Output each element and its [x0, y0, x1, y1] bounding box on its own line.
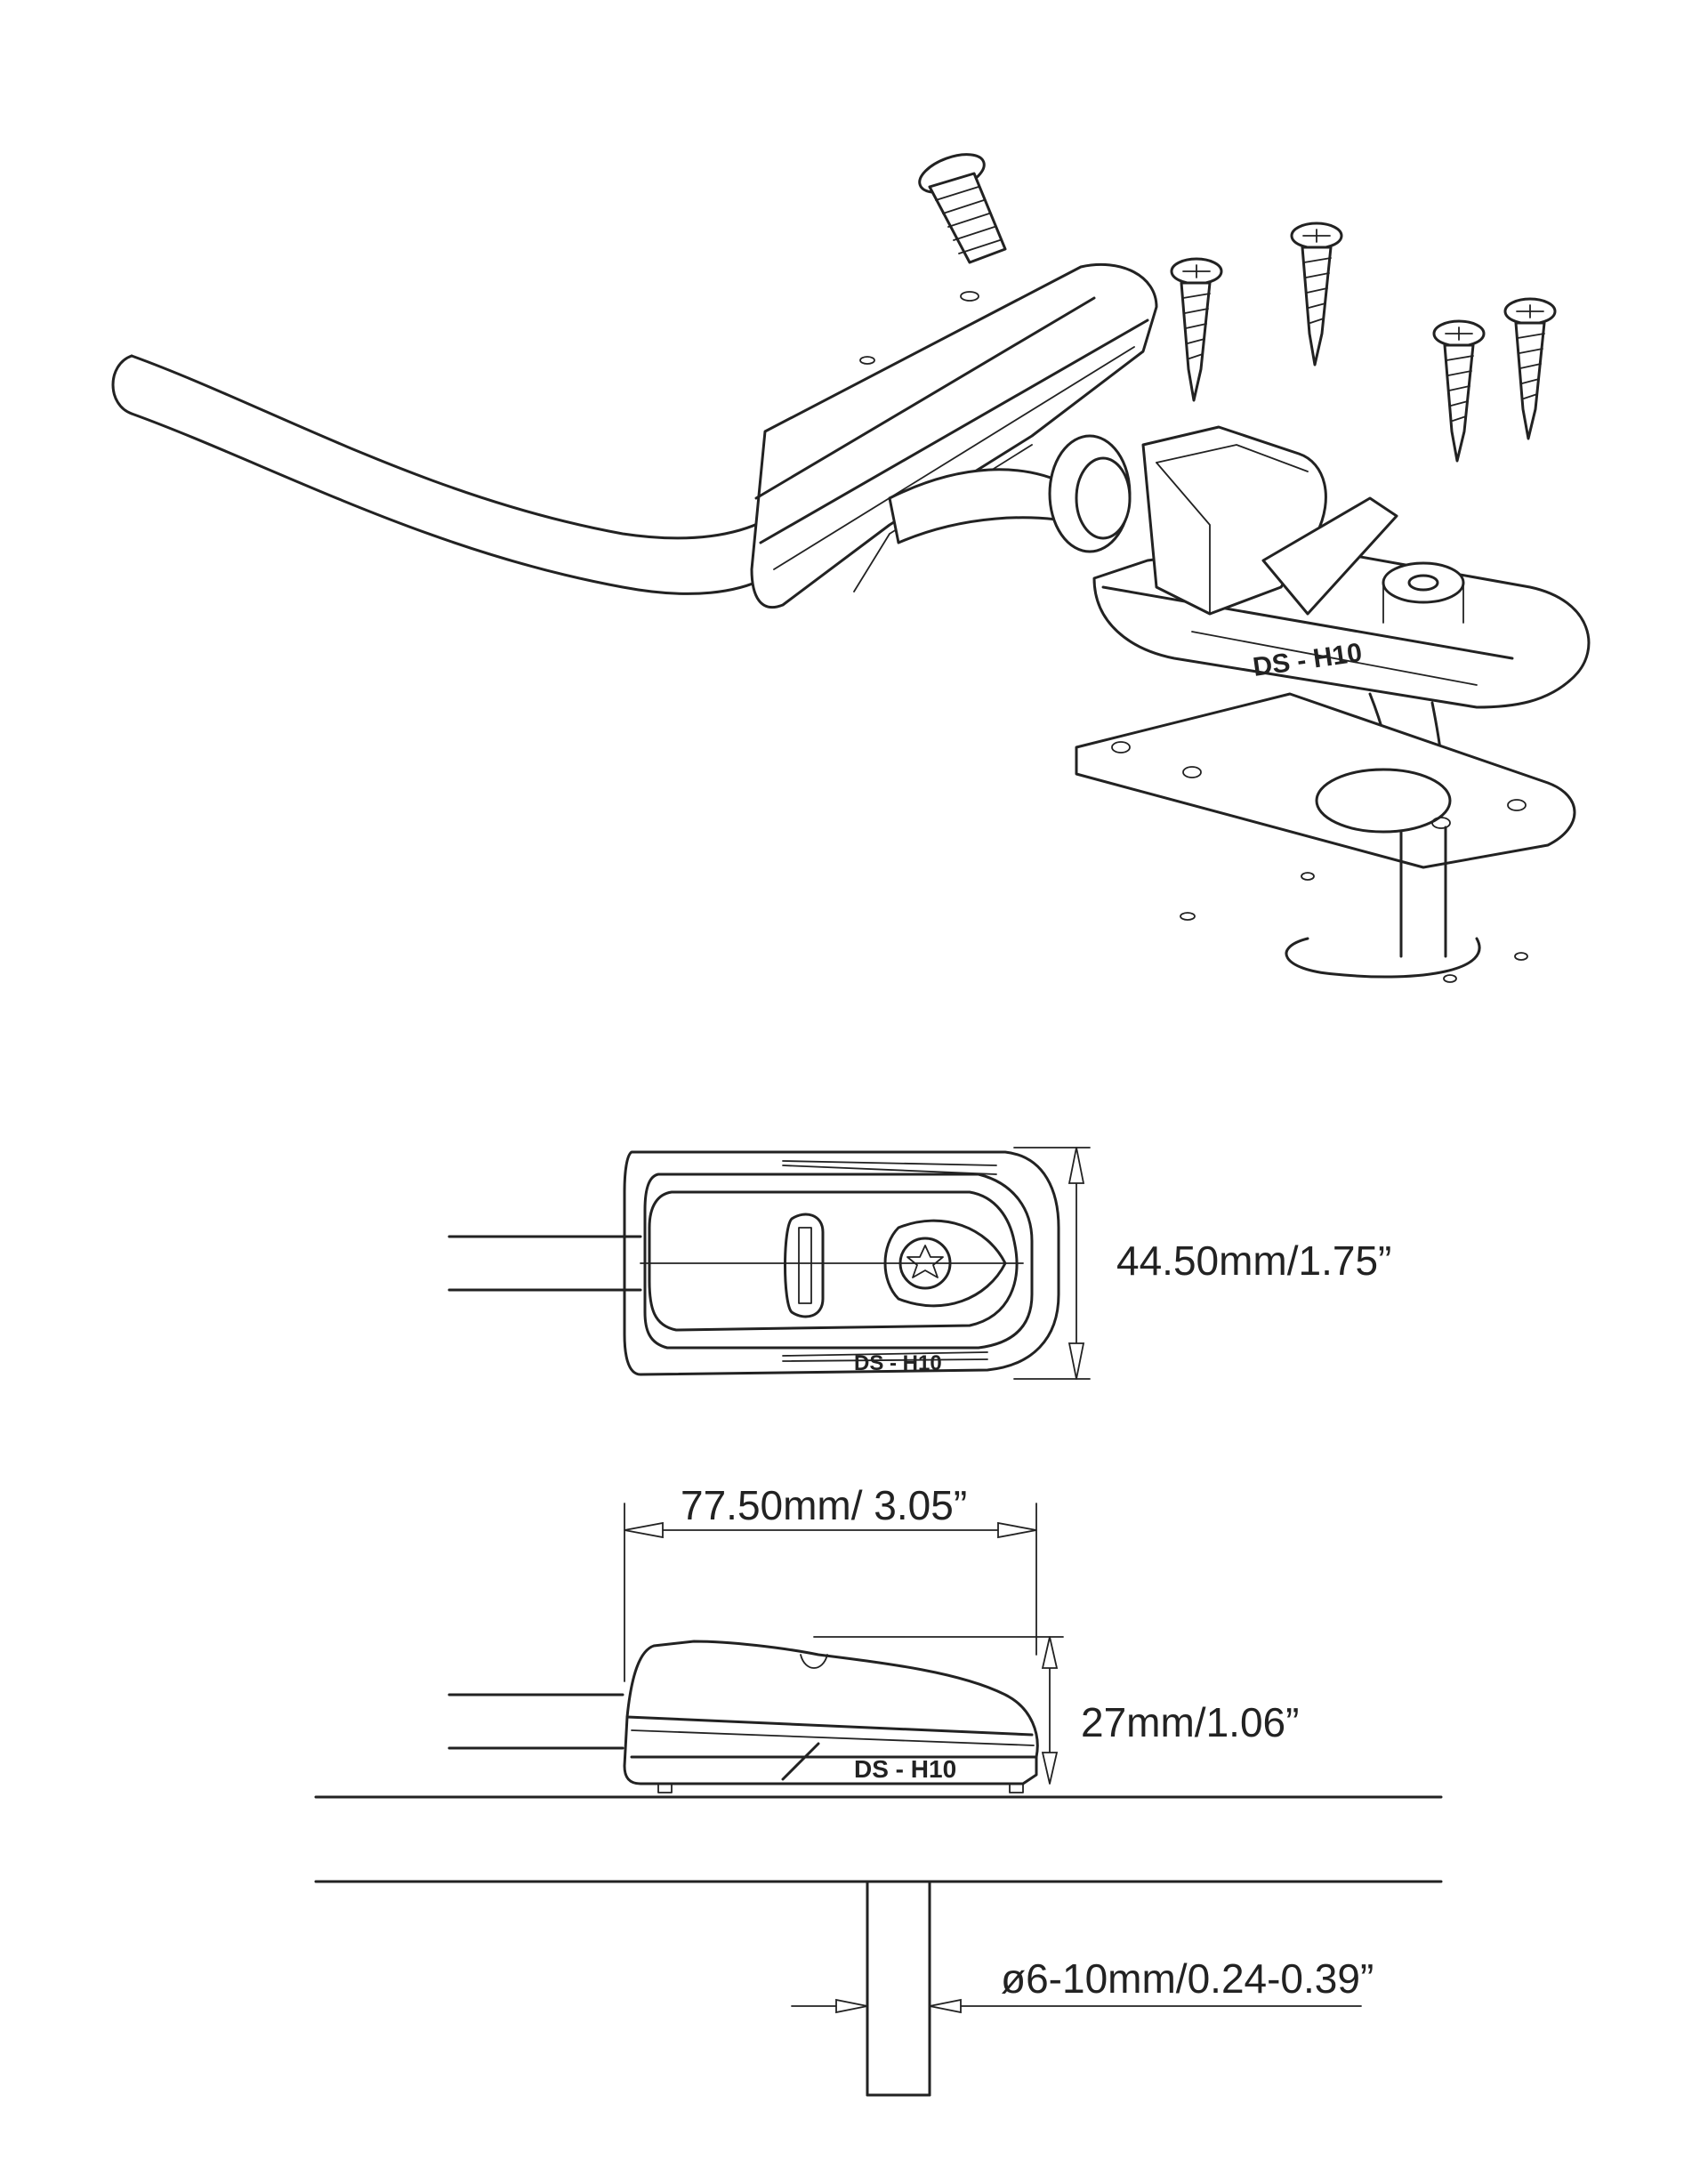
- model-marking-top: DS - H10: [854, 1351, 942, 1375]
- height-dimension: 44.50mm/1.75”: [1013, 1147, 1391, 1380]
- screw-1: [1170, 257, 1223, 402]
- exploded-view: DS - H10: [111, 153, 1591, 983]
- length-dimension: 77.50mm/ 3.05”: [624, 1482, 1037, 1682]
- cable-diameter-label: ø6-10mm/0.24-0.39”: [1001, 1955, 1374, 2002]
- profile-height-label: 27mm/1.06”: [1081, 1699, 1299, 1745]
- hex-bolt: [918, 153, 1007, 264]
- cover-cap: [750, 262, 1158, 608]
- top-view: DS - H10 44.50mm/1.75”: [447, 1147, 1391, 1380]
- base-housing: DS - H10: [1092, 425, 1591, 709]
- length-dimension-label: 77.50mm/ 3.05”: [681, 1482, 967, 1528]
- height-dimension-label: 44.50mm/1.75”: [1116, 1237, 1391, 1284]
- screw-2: [1290, 222, 1343, 367]
- side-view: 77.50mm/ 3.05” DS - H10 27mm/1.06”: [314, 1482, 1443, 2097]
- gasket-plate: [1075, 692, 1576, 958]
- deck-hole: [1180, 872, 1528, 983]
- profile-height-dimension: 27mm/1.06”: [813, 1636, 1299, 1785]
- screw-3: [1432, 319, 1486, 463]
- ball-joint: [888, 434, 1132, 553]
- screw-4: [1503, 297, 1557, 440]
- cable-diameter-dimension: ø6-10mm/0.24-0.39”: [791, 1955, 1374, 2014]
- cable: [111, 354, 767, 595]
- model-marking-side: DS - H10: [854, 1755, 956, 1783]
